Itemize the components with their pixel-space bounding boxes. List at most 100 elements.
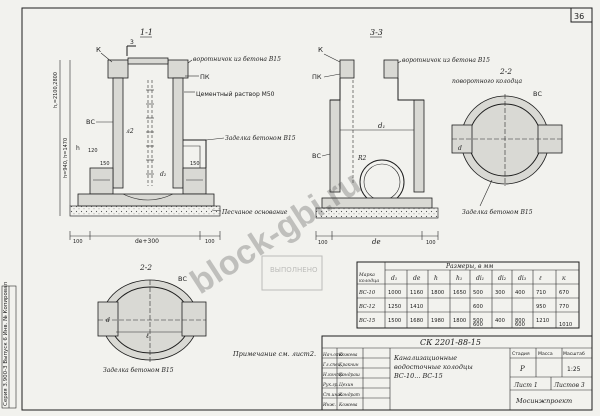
section-1-1: 1-1 3 К bbox=[53, 28, 296, 245]
table-header: di₃ bbox=[518, 275, 527, 282]
signer-name: Кожева bbox=[338, 403, 358, 408]
note-collar-1: воротничок из бетона В15 bbox=[193, 56, 281, 63]
title-description-line: водосточные колодцы bbox=[394, 363, 473, 371]
title-roles: Нач.отд. Гл.спец. Н.контр. Рук.гр. Ст.инж. Ин… bbox=[322, 353, 360, 408]
dim-100-l-3: 100 bbox=[318, 240, 328, 246]
table-cell: 770 bbox=[559, 304, 569, 310]
table-cell: ВС-10 bbox=[358, 290, 376, 296]
table-cell: 600 bbox=[473, 322, 483, 328]
dim-h-range: h=940, h=1470 bbox=[63, 138, 69, 178]
table-cell: 400 bbox=[495, 318, 505, 324]
table-caption: Размеры, в мм bbox=[445, 263, 493, 270]
stage-value: Р bbox=[519, 365, 525, 373]
role-label: Н.контр. bbox=[322, 373, 344, 378]
cut-marker-3: 3 bbox=[130, 39, 134, 46]
label-vs-2bottom: ВС bbox=[178, 275, 187, 283]
role-label: Нач.отд. bbox=[322, 353, 344, 358]
faded-stamp-text: ВЫПОЛНЕНО bbox=[270, 266, 318, 274]
table-cell: 670 bbox=[559, 290, 569, 296]
dim-120: 120 bbox=[88, 148, 98, 154]
dim-h: h bbox=[76, 145, 80, 152]
dim-100-r-3: 100 bbox=[426, 240, 436, 246]
title-description-line: ВС-10... ВС-15 bbox=[393, 372, 443, 380]
table-cell: 400 bbox=[515, 290, 525, 296]
sheet-number-box bbox=[570, 7, 593, 23]
table-cell: 600 bbox=[473, 304, 483, 310]
table-cell: 1000 bbox=[388, 290, 401, 296]
table-cell: 1800 bbox=[453, 318, 466, 324]
label-vs-3: ВС bbox=[312, 152, 321, 160]
table-header: Марка bbox=[358, 272, 375, 278]
table-cell: 1500 bbox=[388, 318, 401, 324]
section-2-2-top-title: 2-2 bbox=[499, 67, 512, 76]
sheet-number: 36 bbox=[574, 12, 584, 21]
table-cell: 1160 bbox=[410, 290, 423, 296]
signer-name: Кракнин bbox=[338, 363, 359, 368]
signer-name: Кондраш bbox=[338, 373, 360, 378]
role-label: Гл.спец. bbox=[322, 363, 342, 368]
role-label: Ст.инж. bbox=[323, 393, 344, 398]
title-description-line: Канализационные bbox=[393, 354, 457, 362]
sheet-count: Листов 3 bbox=[553, 382, 585, 389]
table-cell: 950 bbox=[536, 304, 546, 310]
table-header: di₂ bbox=[498, 275, 507, 282]
section-3-3-title: 3-3 bbox=[370, 28, 383, 37]
dim-l-2bottom: ℓ bbox=[145, 332, 149, 340]
dim-d-2top: d bbox=[458, 145, 462, 152]
watermark-text: block-gbi.ru bbox=[184, 164, 368, 302]
label-pk-3: ПК bbox=[312, 73, 322, 81]
table-cell: 1250 bbox=[388, 304, 401, 310]
table-cell: 1650 bbox=[453, 290, 466, 296]
label-pk-1: ПК bbox=[200, 73, 210, 81]
dim-150-b: 150 bbox=[190, 161, 200, 167]
table-cell: 1800 bbox=[431, 290, 444, 296]
table-header: de bbox=[413, 275, 421, 282]
col-stage: Стадия bbox=[512, 351, 530, 357]
dim-d1-3: d₁ bbox=[378, 122, 385, 130]
faded-stamp bbox=[261, 255, 323, 291]
note-sealing-1: Заделка бетоном В15 bbox=[225, 135, 296, 142]
role-label: Рук.гр. bbox=[322, 383, 339, 388]
signer-name: Кондрат bbox=[338, 393, 360, 398]
table-header: к bbox=[562, 275, 566, 282]
table-header: d₁ bbox=[391, 275, 397, 282]
scale-value: 1:25 bbox=[567, 366, 581, 373]
signer-name: Цехин bbox=[339, 383, 353, 388]
table-cell: 1410 bbox=[410, 304, 423, 310]
title-code: СК 2201-88-15 bbox=[420, 338, 481, 347]
section-3-3: 3-3 К воротничок из бетона В15 ПК ВС d₁ … bbox=[312, 28, 490, 246]
table-cell: 1980 bbox=[431, 318, 444, 324]
table-cell: 1210 bbox=[536, 318, 549, 324]
table-cell: 1680 bbox=[410, 318, 423, 324]
note-sealing-2bottom: Заделка бетоном В15 bbox=[103, 367, 174, 374]
table-cell: 600 bbox=[515, 322, 525, 328]
dim-100-right: 100 bbox=[205, 239, 215, 245]
note-mortar: Цементный раствор М50 bbox=[196, 91, 275, 98]
note-sealing-2top: Заделка бетоном В15 bbox=[462, 209, 533, 216]
sheet-index: Лист 1 bbox=[513, 382, 538, 389]
dim-d-2bottom: d bbox=[106, 317, 110, 324]
table-header: di₁ bbox=[476, 275, 484, 282]
note-rotary: поворотного колодца bbox=[452, 78, 522, 85]
role-label: Инж. bbox=[322, 403, 336, 408]
section-1-1-title: 1-1 bbox=[140, 28, 153, 37]
table-cell: 1010 bbox=[559, 322, 572, 328]
dim-de-3: de bbox=[372, 238, 381, 246]
dim-150-a: 150 bbox=[100, 161, 110, 167]
label-vs-1: ВС bbox=[86, 118, 95, 126]
dimensions-table: Размеры, в мм bbox=[356, 261, 580, 329]
table-header: h bbox=[434, 275, 438, 282]
dim-a2: л2 bbox=[126, 128, 134, 135]
table-cell: 300 bbox=[495, 290, 505, 296]
label-k-1: К bbox=[96, 46, 101, 54]
section-2-2-bottom-title: 2-2 bbox=[139, 263, 152, 272]
dim-h1-range: h,=2100,2800 bbox=[53, 72, 59, 108]
table-cell: ВС-15 bbox=[358, 318, 375, 324]
note-see-sheet: Примечание см. лист2. bbox=[232, 350, 316, 358]
table-cell: 500 bbox=[473, 318, 483, 324]
label-vs-2top: ВС bbox=[533, 90, 542, 98]
signer-name: Кожева bbox=[338, 353, 358, 358]
